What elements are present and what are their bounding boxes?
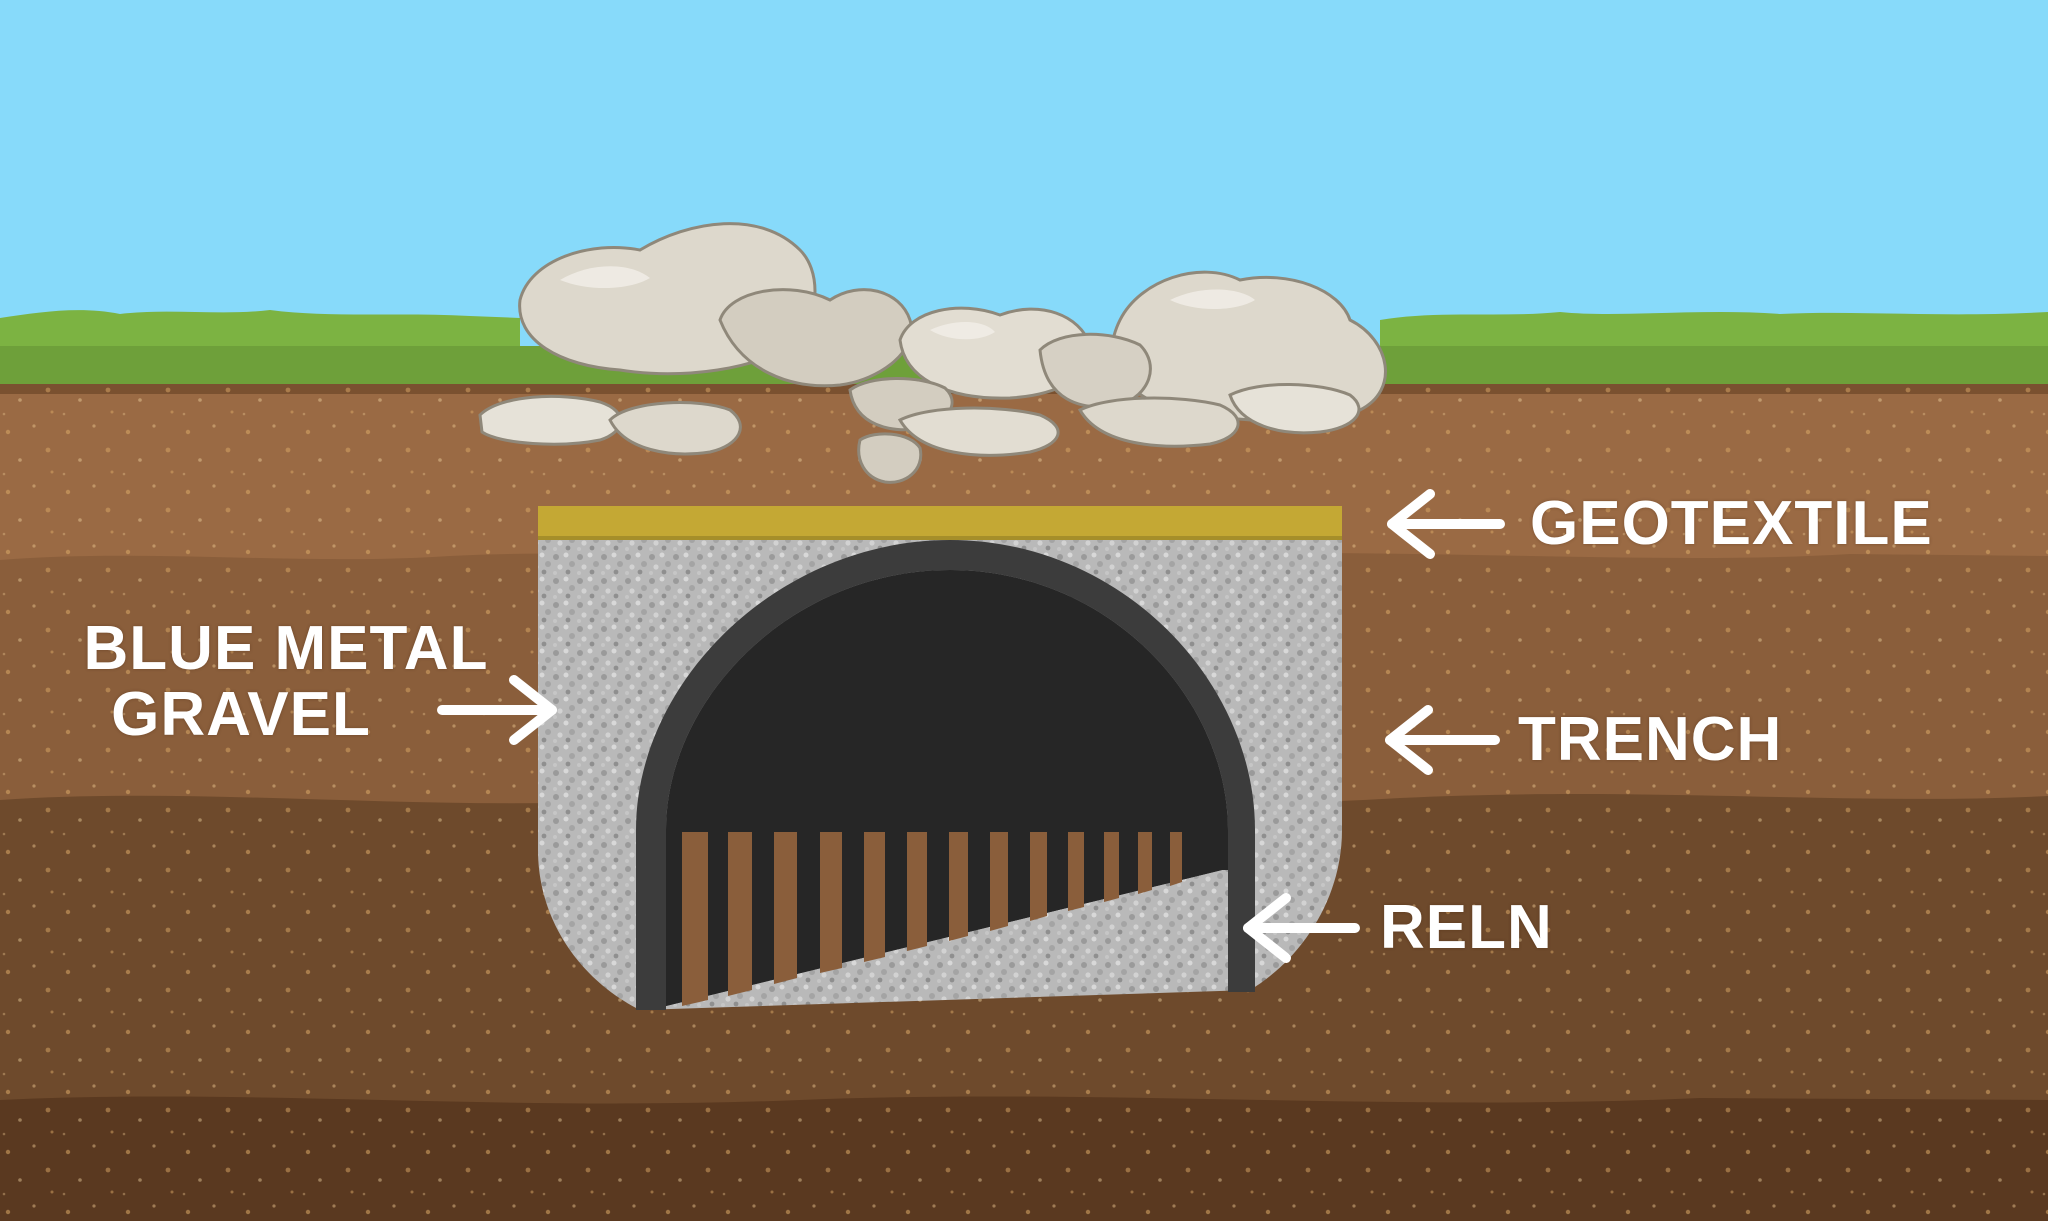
gravel-label: BLUE METAL GRAVEL xyxy=(76,616,496,748)
sky xyxy=(0,0,2048,360)
arrow-left-icon xyxy=(1387,489,1505,559)
geotextile-layer xyxy=(538,506,1342,540)
reln-label: RELN xyxy=(1380,893,1553,962)
gravel-label-line2: GRAVEL xyxy=(111,680,371,749)
arrow-right-icon xyxy=(437,675,557,745)
trench-label: TRENCH xyxy=(1518,705,1783,774)
geotextile-label: GEOTEXTILE xyxy=(1530,489,1933,558)
gravel-label-line1: BLUE METAL xyxy=(83,614,489,683)
arrow-left-icon xyxy=(1385,705,1500,775)
pipe-slots xyxy=(682,832,1182,1006)
arrow-left-icon xyxy=(1243,893,1360,963)
